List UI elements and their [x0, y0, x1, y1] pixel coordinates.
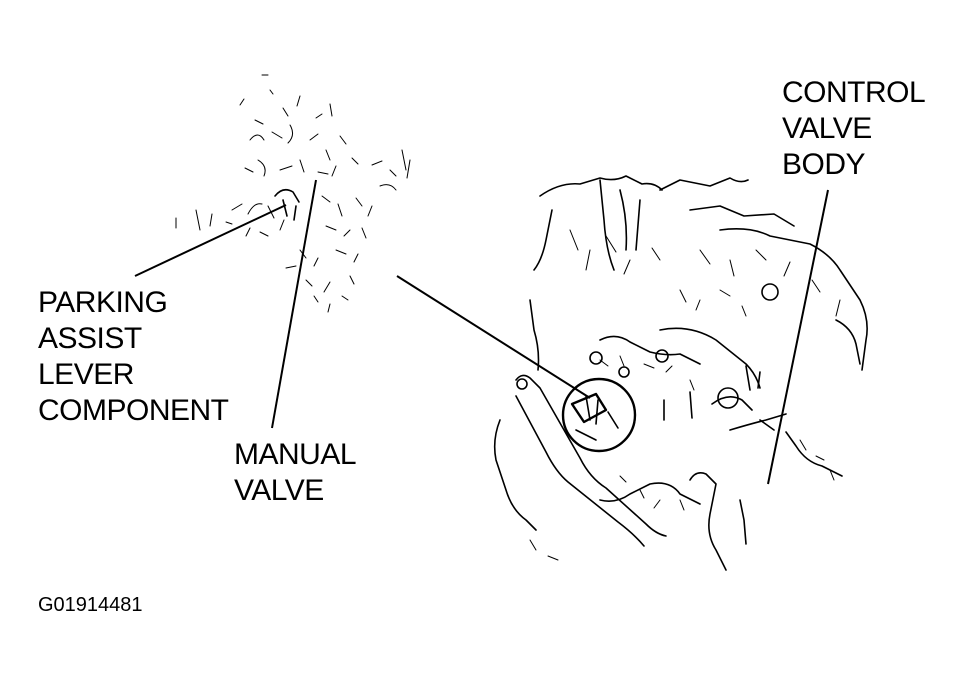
- label-line: VALVE: [782, 112, 872, 145]
- figure-id: G01914481: [38, 594, 143, 616]
- label-line: MANUAL: [234, 438, 357, 471]
- label-line: BODY: [782, 148, 866, 181]
- manual-valve-detail-circle: [561, 377, 637, 453]
- label-line: PARKING: [38, 286, 168, 319]
- label-line: ASSIST: [38, 322, 142, 355]
- parking-assist-sketch: [175, 74, 411, 313]
- label-line: COMPONENT: [38, 394, 229, 427]
- linkage-sketch: [493, 374, 747, 571]
- control-valve-body-leader: [767, 189, 829, 485]
- control-valve-body-label: CONTROL VALVE BODY: [782, 75, 926, 183]
- manual-valve-label: MANUAL VALVE: [234, 437, 357, 509]
- manual-valve-leader-right: [396, 275, 591, 399]
- manual-valve-leader-left: [271, 179, 317, 429]
- label-line: LEVER: [38, 358, 134, 391]
- valve-body-sketch: [529, 175, 868, 481]
- label-line: VALVE: [234, 474, 324, 507]
- parking-assist-lever-component-label: PARKING ASSIST LEVER COMPONENT: [38, 285, 229, 429]
- parking-assist-leader: [134, 204, 287, 277]
- label-line: CONTROL: [782, 76, 926, 109]
- leader-lines: [134, 179, 829, 485]
